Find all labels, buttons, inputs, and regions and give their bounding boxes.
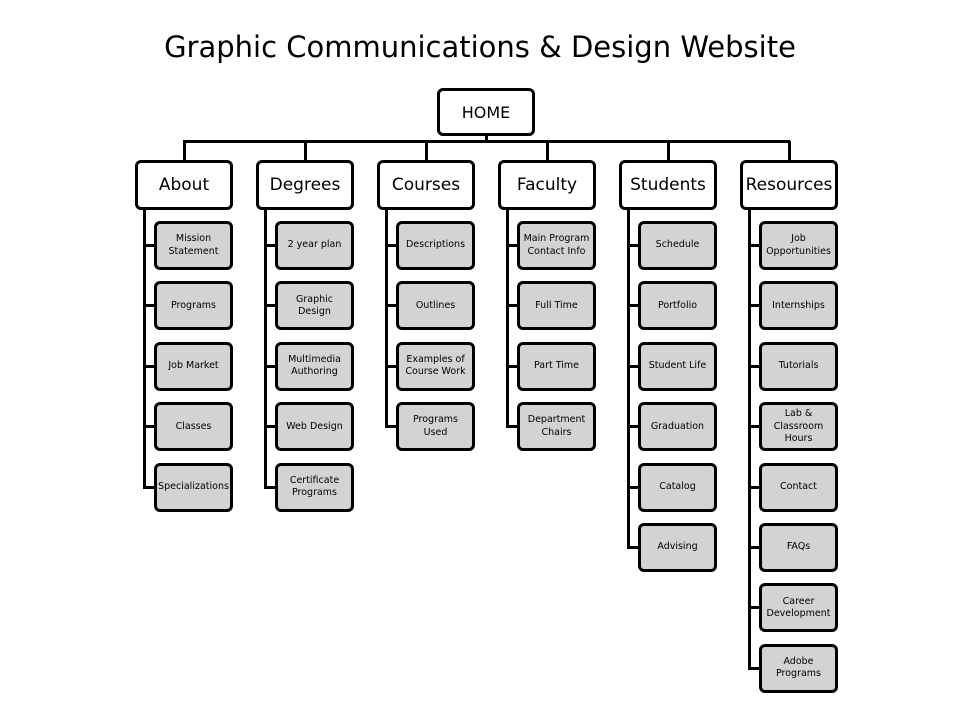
branch-tick xyxy=(143,304,155,308)
branch-tick xyxy=(264,364,276,368)
branch-tick xyxy=(748,364,760,368)
branch-tick xyxy=(264,425,276,429)
child-page: Multimedia Authoring xyxy=(275,341,354,391)
child-page: 2 year plan xyxy=(275,221,354,270)
child-page: Catalog xyxy=(638,462,717,512)
child-page: Job Market xyxy=(154,341,233,391)
branch-tick xyxy=(385,425,397,429)
child-page: Schedule xyxy=(638,221,717,270)
child-page: Contact xyxy=(759,462,838,512)
child-page: Web Design xyxy=(275,402,354,452)
child-page: Full Time xyxy=(517,281,596,331)
child-page: Tutorials xyxy=(759,341,838,391)
branch-tick xyxy=(506,364,518,368)
child-page: FAQs xyxy=(759,523,838,572)
connector-about xyxy=(183,141,186,161)
child-page: Department Chairs xyxy=(517,402,596,452)
child-page: Specializations xyxy=(154,462,233,512)
child-page: Advising xyxy=(638,523,717,572)
branch-tick xyxy=(506,244,518,247)
branch-tick xyxy=(627,364,639,368)
child-page: Descriptions xyxy=(396,221,475,270)
page-title: Graphic Communications & Design Website xyxy=(164,30,796,64)
branch-tick xyxy=(264,485,276,489)
branch-tick xyxy=(748,425,760,429)
branch-tick xyxy=(748,666,760,670)
child-page: Adobe Programs xyxy=(759,643,838,693)
child-page: Graphic Design xyxy=(275,281,354,331)
child-page: Career Development xyxy=(759,583,838,633)
child-page: Classes xyxy=(154,402,233,452)
branch-tick xyxy=(143,425,155,429)
child-page: Mission Statement xyxy=(154,221,233,270)
branch-tick xyxy=(627,304,639,308)
branch-tick xyxy=(627,546,639,549)
branch-tick xyxy=(627,485,639,489)
connector-degrees xyxy=(304,141,307,161)
branch-about xyxy=(143,208,146,488)
connector-home-down xyxy=(485,135,488,142)
branch-tick xyxy=(506,304,518,308)
child-page: Outlines xyxy=(396,281,475,331)
child-page: Portfolio xyxy=(638,281,717,331)
branch-tick xyxy=(143,244,155,247)
branch-tick xyxy=(627,244,639,247)
child-page: Main Program Contact Info xyxy=(517,221,596,270)
connector-resources xyxy=(788,141,791,161)
branch-tick xyxy=(506,425,518,429)
connector-faculty xyxy=(546,141,549,161)
branch-tick xyxy=(748,244,760,247)
child-page: Job Opportunities xyxy=(759,221,838,270)
branch-tick xyxy=(385,244,397,247)
branch-tick xyxy=(748,304,760,308)
child-page: Lab & Classroom Hours xyxy=(759,402,838,452)
connector-courses xyxy=(425,141,428,161)
branch-tick xyxy=(748,606,760,610)
branch-tick xyxy=(385,364,397,368)
branch-tick xyxy=(627,425,639,429)
child-page: Graduation xyxy=(638,402,717,452)
branch-degrees xyxy=(264,208,267,488)
connector-horizontal xyxy=(183,140,790,143)
branch-students xyxy=(627,208,630,548)
branch-faculty xyxy=(506,208,509,428)
branch-tick xyxy=(143,485,155,489)
child-page: Programs xyxy=(154,281,233,331)
branch-tick xyxy=(264,244,276,247)
child-page: Student Life xyxy=(638,341,717,391)
child-page: Programs Used xyxy=(396,402,475,452)
branch-tick xyxy=(143,364,155,368)
connector-students xyxy=(667,141,670,161)
section-degrees: Degrees xyxy=(256,160,354,210)
branch-courses xyxy=(385,208,388,428)
section-about: About xyxy=(135,160,233,210)
section-resources: Resources xyxy=(740,160,838,210)
child-page: Examples of Course Work xyxy=(396,341,475,391)
section-courses: Courses xyxy=(377,160,475,210)
child-page: Certificate Programs xyxy=(275,462,354,512)
branch-tick xyxy=(748,546,760,549)
home-node: HOME xyxy=(437,88,535,136)
section-faculty: Faculty xyxy=(498,160,596,210)
branch-resources xyxy=(748,208,751,669)
branch-tick xyxy=(748,485,760,489)
section-students: Students xyxy=(619,160,717,210)
branch-tick xyxy=(385,304,397,308)
child-page: Internships xyxy=(759,281,838,331)
child-page: Part Time xyxy=(517,341,596,391)
branch-tick xyxy=(264,304,276,308)
